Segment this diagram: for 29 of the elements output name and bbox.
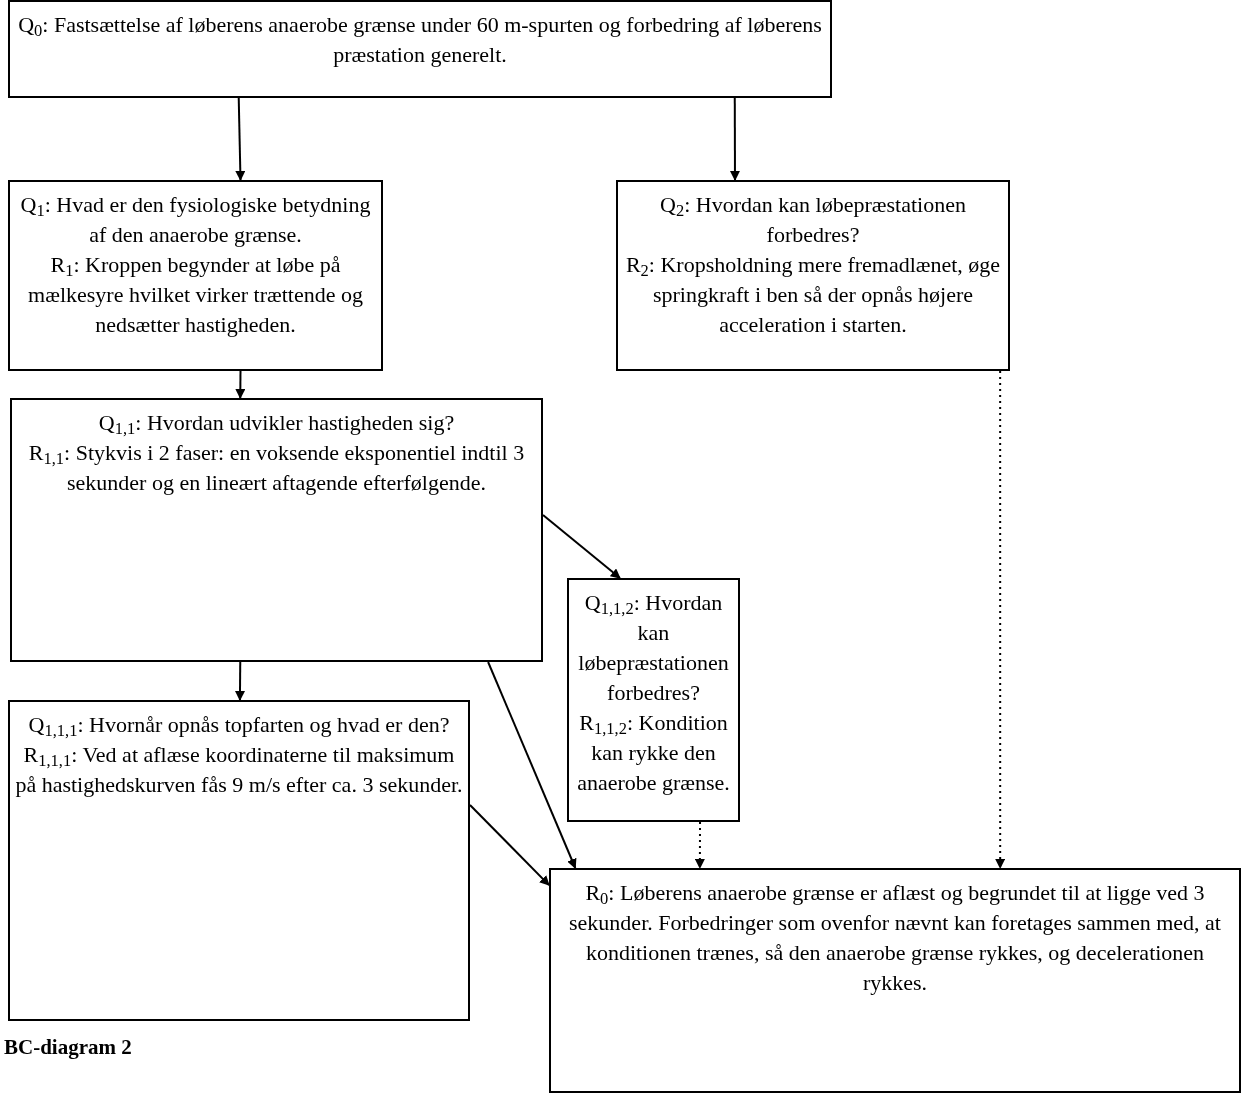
answer-text: R$_{1}$: Kroppen begynder at løbe på mælkesyre hvilket virker trættende og nedsætter hastigheden. [27, 251, 364, 339]
question-text: Q$_{2}$: Hvordan kan løbepræstationen forbedres? [659, 191, 967, 249]
question-text: Q$_{1}$: Hvad er den fysiologiske betydning af den anaerobe grænse. [19, 191, 372, 249]
arrow [235, 97, 246, 181]
arrow [995, 370, 1006, 869]
arrow [487, 661, 577, 869]
question-text: Q$_{1,1}$: Hvordan udvikler hastigheden sig? [98, 409, 455, 438]
question-text: Q$_{1,1,1}$: Hvornår opnås topfarten og hvad er den? [28, 711, 450, 740]
answer-text: R$_{1,1,2}$: Kondition kan rykke den anaerobe grænse. [576, 709, 731, 797]
arrow [542, 513, 621, 579]
answer-text: R$_{1,1,1}$: Ved at aflæse koordinaterne til maksimum på hastighedskurven fås 9 m/s efter ca. 3 sekunder. [14, 741, 464, 799]
process-box [616, 180, 1010, 371]
arrow [694, 821, 705, 869]
question-text: Q$_{0}$: Fastsættelse af løberens anaerobe grænse under 60 m-spurten og forbedring af løberens præstation generelt. [17, 11, 823, 69]
question-text: Q$_{1,1,2}$: Hvordan kan løbepræstationen forbedres? [577, 589, 730, 707]
arrow [235, 661, 245, 701]
question-text: R$_{0}$: Løberens anaerobe grænse er aflæst og begrundet til at ligge ved 3 sekunder. Forbedringer som ovenfor nævnt kan foretages sammen med, at konditionen trænes, så den anaerobe grænse rykkes, og decelerationen rykkes. [568, 879, 1222, 997]
process-box [10, 398, 543, 662]
answer-text: R$_{1,1}$: Stykvis i 2 faser: en voksende eksponentiel indtil 3 sekunder og en lineært aftagende efterfølgende. [27, 439, 526, 497]
arrow [729, 97, 740, 181]
process-box [8, 0, 832, 98]
caption: BC-diagram 2 [4, 1034, 132, 1061]
process-box [8, 700, 470, 1021]
process-box [567, 578, 740, 822]
answer-text: R$_{2}$: Kropsholdning mere fremadlænet, øge springkraft i ben så der opnås højere acceleration i starten. [624, 251, 1002, 339]
arrow [469, 803, 550, 887]
process-box [549, 868, 1241, 1093]
process-box [8, 180, 383, 371]
arrow [235, 370, 246, 399]
